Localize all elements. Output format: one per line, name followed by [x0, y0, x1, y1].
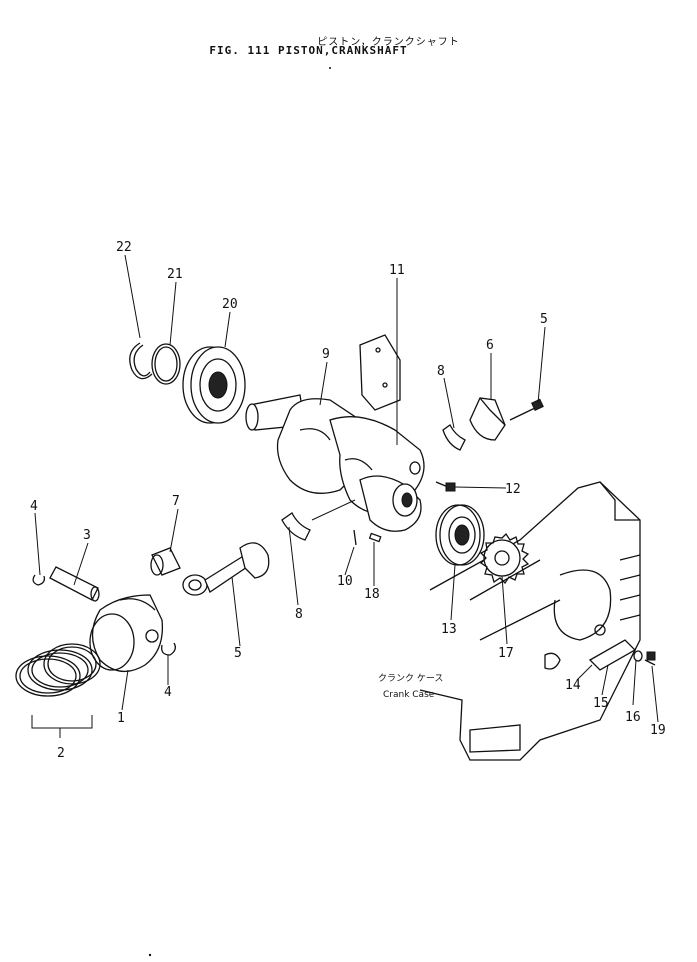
callout-10: 10: [337, 574, 353, 589]
thrust-plate-part-11: [359, 334, 401, 411]
bearing-part-18: [182, 346, 246, 424]
crank-gear-part-21: [479, 532, 530, 585]
callout-18: 20: [222, 297, 238, 312]
crank-case-drawing: [419, 481, 641, 761]
callout-1: 1: [117, 711, 125, 726]
snap-ring-part-19: [151, 343, 181, 385]
callout-3: 3: [83, 528, 91, 543]
bearing-part-13: [435, 504, 485, 566]
scan-dot: [329, 67, 331, 69]
washer-part-17: [633, 650, 643, 662]
crank-case-english: Crank Case: [383, 690, 435, 700]
callout-11: 11: [389, 263, 405, 278]
callout-21: 17: [498, 646, 514, 661]
callout-15: 15: [593, 696, 609, 711]
callout-13: 13: [441, 622, 457, 637]
callout-14: 14: [565, 678, 581, 693]
bolt-part-16: [644, 651, 656, 666]
scan-dot: [148, 953, 152, 957]
callout-6: 5: [540, 312, 548, 327]
callout-7: 7: [172, 494, 180, 509]
piston-part-1: [89, 594, 164, 672]
figure-title: FIG. 111 PISTON,CRANKSHAFT: [209, 44, 408, 57]
cover-part-14: [588, 639, 637, 671]
crankshaft-part-9: [245, 394, 425, 532]
snap-ring-part-20: [129, 342, 153, 380]
connecting-rod-part-5: [182, 542, 270, 596]
callout-17: 16: [625, 710, 641, 725]
callout-12: 12: [505, 482, 521, 497]
callout-8-upper: 8: [437, 364, 445, 379]
callout-22: 18: [364, 587, 380, 602]
piston-ring-set-part-2: [15, 643, 101, 697]
callout-4-left: 4: [30, 499, 38, 514]
callout-20: 22: [116, 240, 132, 255]
crank-case-note: クランク ケース Crank Case: [378, 673, 443, 700]
bearing-cap-part-5-upper: [469, 397, 506, 441]
callout-9: 9: [322, 347, 330, 362]
key-part-22: [368, 532, 382, 543]
callout-16: 19: [650, 723, 666, 738]
callout-4-right: 4: [164, 685, 172, 700]
callout-8-lower: 8: [295, 607, 303, 622]
snap-ring-part-4-right: [161, 642, 176, 656]
bearing-half-part-8-lower: [281, 512, 311, 541]
callout-5-lower: 5: [234, 646, 242, 661]
bolt-part-12: [435, 481, 456, 492]
snap-ring-part-4-left: [32, 574, 46, 586]
bearing-half-part-8-upper: [442, 424, 466, 451]
callout-5-upper: 6: [486, 338, 494, 353]
bolt-part-6: [509, 398, 544, 421]
callout-2: 2: [57, 746, 65, 761]
callout-19: 21: [167, 267, 183, 282]
callout-labels: 22 21 20 9 11 8 6 5 12 7 3 4 8 10 18 13 …: [30, 240, 666, 761]
bushing-part-7: [150, 547, 181, 576]
japanese-title: ピストン，クランクシャフト: [317, 37, 460, 48]
crank-case-japanese: クランク ケース: [378, 673, 443, 684]
leader-lines: [31, 254, 659, 738]
pin-part-10: [353, 529, 357, 546]
